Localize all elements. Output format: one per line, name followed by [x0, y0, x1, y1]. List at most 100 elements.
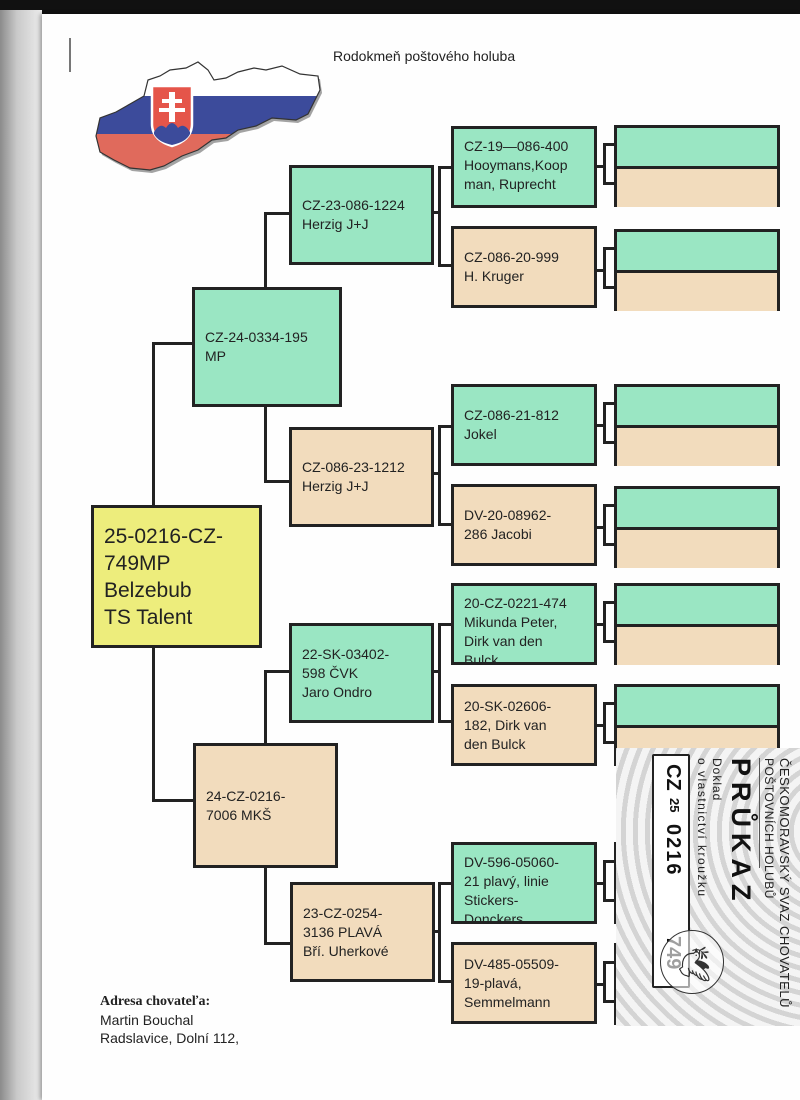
connector-line [603, 441, 615, 444]
gen4-box-male[interactable] [617, 128, 777, 169]
card-title: PRŮKAZ [726, 758, 756, 907]
gen4-box-female[interactable] [617, 273, 777, 311]
gen4-pair [614, 384, 780, 466]
subject-name: Belzebub [104, 578, 192, 602]
connector-line [603, 1000, 615, 1003]
connector-line [264, 212, 290, 215]
sire-sire-ring: CZ-23-086-1224 [302, 197, 405, 213]
connector-line [597, 983, 605, 986]
gen3-1-ring: CZ-19—086-400 [464, 138, 569, 154]
gen3-7-color-line: 21 plavý, linie [464, 873, 549, 889]
gen4-box-male[interactable] [617, 687, 777, 728]
connector-line [438, 425, 452, 428]
connector-line [432, 930, 440, 933]
connector-line [264, 405, 267, 482]
gen3-box-7[interactable]: DV-596-05060- 21 plavý, linie Stickers- … [451, 842, 597, 924]
connector-line [432, 211, 440, 214]
gen4-box-male[interactable] [617, 489, 777, 530]
sire-sire-breeder: Herzig J+J [302, 216, 369, 232]
connector-line [152, 799, 194, 802]
dam-box[interactable]: 24-CZ-0216- 7006 MKŠ [193, 743, 338, 868]
gen3-8-color: 19-plavá, [464, 974, 522, 991]
dam-ring-line2: 7006 MKŠ [206, 806, 272, 823]
connector-line [438, 425, 441, 525]
dam-sire-breeder: Jaro Ondro [302, 683, 373, 700]
connector-line [603, 702, 606, 742]
subject-pigeon-box[interactable]: 25-0216-CZ- 749MP Belzebub TS Talent [91, 505, 262, 648]
connector-line [603, 860, 615, 863]
gen4-pair [614, 125, 780, 207]
ring-ownership-card: ČESKOMORAVSKÝ SVAZ CHOVATELŮ POŠTOVNÍCH … [616, 748, 800, 1026]
gen3-5-breeder-line2: Dirk van den [464, 633, 543, 649]
gen4-box-male[interactable] [617, 586, 777, 627]
sire-box[interactable]: CZ-24-0334-195 MP [192, 287, 342, 407]
connector-line [438, 882, 441, 982]
connector-line [438, 720, 452, 723]
gen3-8-ring: DV-485-05509- [464, 955, 559, 972]
gen4-box-female[interactable] [617, 627, 777, 665]
subject-breeder: TS Talent [104, 605, 193, 629]
connector-line [597, 424, 605, 427]
connector-line [603, 741, 615, 744]
connector-line [603, 143, 615, 146]
connector-line [432, 670, 440, 673]
gen3-box-4[interactable]: DV-20-08962- 286 Jacobi [451, 484, 597, 566]
gen3-2-breeder: H. Kruger [464, 268, 524, 284]
connector-line [603, 286, 615, 289]
connector-line [603, 143, 606, 183]
sire-sire-box[interactable]: CZ-23-086-1224 Herzig J+J [289, 165, 434, 265]
gen3-1-breeder-line1: Hooymans,Koop [464, 157, 568, 173]
connector-line [603, 504, 606, 544]
card-subtitle1: Doklad [710, 758, 724, 802]
gen3-box-8[interactable]: DV-485-05509- 19-plavá, Semmelmann [451, 942, 597, 1024]
breeder-address: Radslavice, Dolní 112, [100, 1030, 240, 1046]
gen3-box-1[interactable]: CZ-19—086-400 Hooymans,Koop man, Ruprech… [451, 126, 597, 208]
connector-line [597, 165, 605, 168]
sire-dam-box[interactable]: CZ-086-23-1212 Herzig J+J [289, 427, 434, 527]
connector-line [438, 523, 452, 526]
connector-line [152, 646, 155, 800]
gen3-4-breeder: 286 Jacobi [464, 526, 532, 542]
ring-country: CZ [662, 764, 684, 791]
gen3-box-3[interactable]: CZ-086-21-812 Jokel [451, 384, 597, 466]
gen3-box-6[interactable]: 20-SK-02606- 182, Dirk van den Bulck [451, 684, 597, 766]
gen4-box-male[interactable] [617, 232, 777, 273]
connector-line [152, 342, 155, 506]
gen3-1-breeder-line2: man, Ruprecht [464, 176, 556, 192]
gen3-6-ring: 20-SK-02606- [464, 697, 552, 714]
breeder-name: Martin Bouchal [100, 1012, 194, 1028]
gen4-box-female[interactable] [617, 428, 777, 466]
gen3-7-line-name1: Stickers- [464, 892, 519, 908]
connector-line [603, 402, 606, 442]
scan-border-top [0, 0, 800, 10]
connector-line [438, 882, 452, 885]
gen4-pair [614, 229, 780, 311]
ring-number: 0216 [662, 824, 684, 877]
sire-ring: CZ-24-0334-195 [205, 329, 308, 345]
scan-border-left [0, 0, 42, 1100]
connector-line [603, 640, 615, 643]
connector-line [264, 480, 290, 483]
dam-dam-box[interactable]: 23-CZ-0254- 3136 PLAVÁ Bří. Uherkové [290, 882, 435, 982]
gen3-6-breeder-line2: den Bulck [464, 735, 526, 752]
connector-line [264, 670, 267, 746]
gen4-box-female[interactable] [617, 169, 777, 207]
connector-line [603, 247, 606, 287]
dam-sire-ring-line1: 22-SK-03402- [302, 645, 390, 662]
connector-line [438, 980, 452, 983]
gen3-box-5[interactable]: 20-CZ-0221-474 Mikunda Peter, Dirk van d… [451, 583, 597, 665]
connector-line [603, 504, 615, 507]
dam-sire-box[interactable]: 22-SK-03402- 598 ČVK Jaro Ondro [289, 623, 434, 723]
gen4-box-male[interactable] [617, 387, 777, 428]
gen4-box-female[interactable] [617, 530, 777, 568]
connector-line [264, 866, 267, 944]
dam-dam-breeder: Bří. Uherkové [303, 942, 389, 959]
gen3-5-ring: 20-CZ-0221-474 [464, 595, 567, 611]
connector-line [438, 264, 452, 267]
gen3-5-breeder-line3: Bulck [464, 652, 499, 665]
gen3-7-line-name2: Donckers [464, 911, 524, 924]
sire-dam-breeder: Herzig J+J [302, 478, 369, 494]
document-title: Rodokmeň poštového holuba [333, 48, 516, 64]
gen3-box-2[interactable]: CZ-086-20-999 H. Kruger [451, 226, 597, 308]
connector-line [264, 942, 290, 945]
